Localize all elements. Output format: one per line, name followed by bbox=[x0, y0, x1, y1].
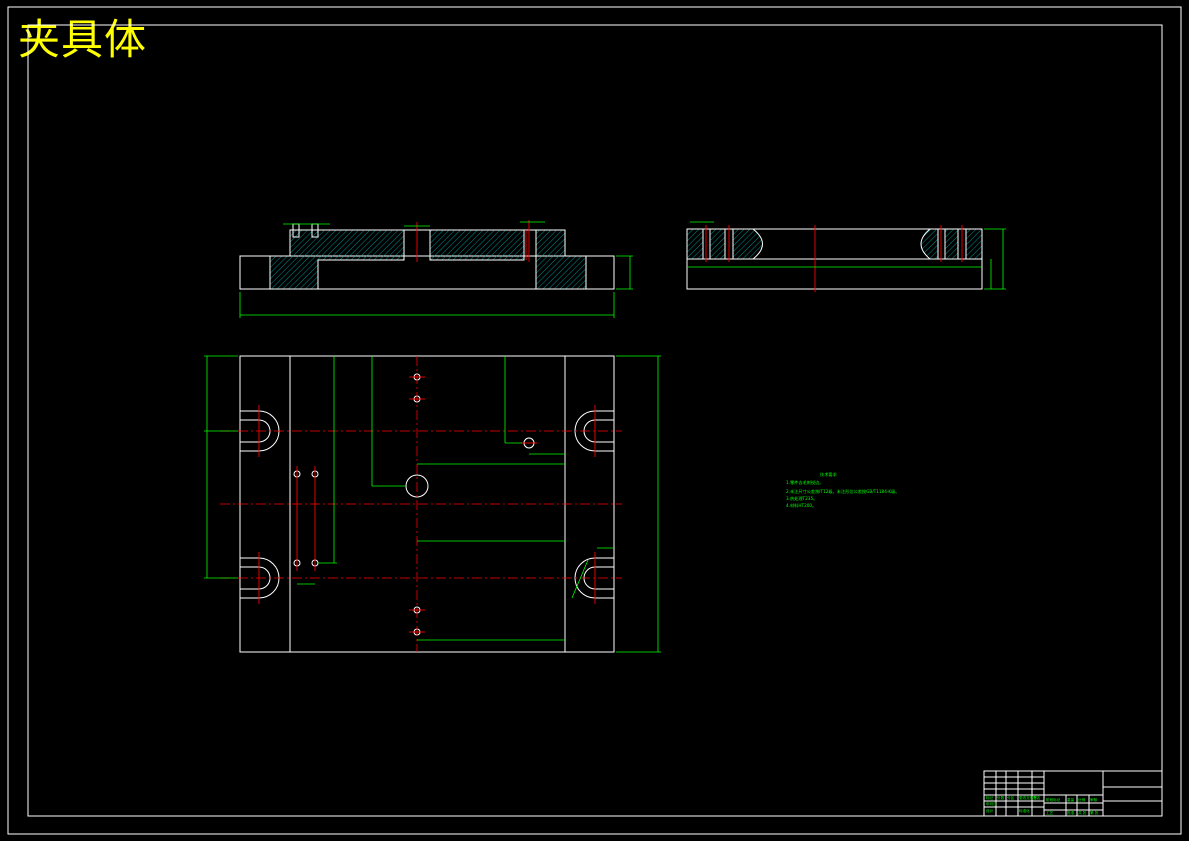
title-block-cell: 签名 bbox=[1033, 795, 1041, 800]
title-block: 标记 处数 分区 更改文件号 签名 年月日 设计 标准化 阶段标记 重量 比例 … bbox=[983, 770, 1163, 817]
tech-requirements-heading: 技术要求 bbox=[820, 471, 838, 478]
tech-requirement-line: 2.未注尺寸公差按IT12级，未注形位公差按GB/T1184-K级。 bbox=[786, 488, 900, 495]
title-block-cell: 第 张 bbox=[1090, 810, 1099, 815]
title-block-cell: 阶段标记 bbox=[1046, 797, 1061, 802]
tech-requirement-line: 3.热处理T235。 bbox=[786, 495, 817, 502]
title-block-cell: 工艺 bbox=[1046, 810, 1054, 815]
title-block-cell: 比例 bbox=[1078, 797, 1086, 802]
title-block-cell: 更改文件号 bbox=[1019, 795, 1037, 800]
title-block-cell: 审核 bbox=[1090, 797, 1098, 802]
side-section-view bbox=[686, 221, 1006, 292]
title-block-cell: 共 张 bbox=[1078, 810, 1087, 815]
tech-requirement-line: 4.材料HT200。 bbox=[786, 502, 816, 509]
outer-border bbox=[7, 6, 1182, 835]
plan-view bbox=[204, 355, 661, 653]
title-block-cell: 重量 bbox=[1067, 797, 1075, 802]
title-block-cell: 标准化 bbox=[1019, 808, 1030, 813]
title-block-cell: 标记 bbox=[986, 795, 994, 800]
drawing-title: 夹具体 bbox=[18, 15, 148, 64]
tech-requirements: 技术要求 1.零件去毛刺锐边。 2.未注尺寸公差按IT12级，未注形位公差按GB… bbox=[786, 471, 900, 509]
tech-requirement-line: 1.零件去毛刺锐边。 bbox=[786, 479, 824, 486]
inner-border bbox=[27, 24, 1163, 817]
title-block-cell: 年月日 bbox=[986, 801, 997, 806]
title-block-cell: 批准 bbox=[1067, 810, 1075, 815]
title-block-cell: 处数 bbox=[997, 795, 1005, 800]
front-section-view bbox=[239, 220, 633, 318]
title-block-cell: 设计 bbox=[986, 808, 994, 813]
title-block-cell: 分区 bbox=[1007, 795, 1015, 800]
